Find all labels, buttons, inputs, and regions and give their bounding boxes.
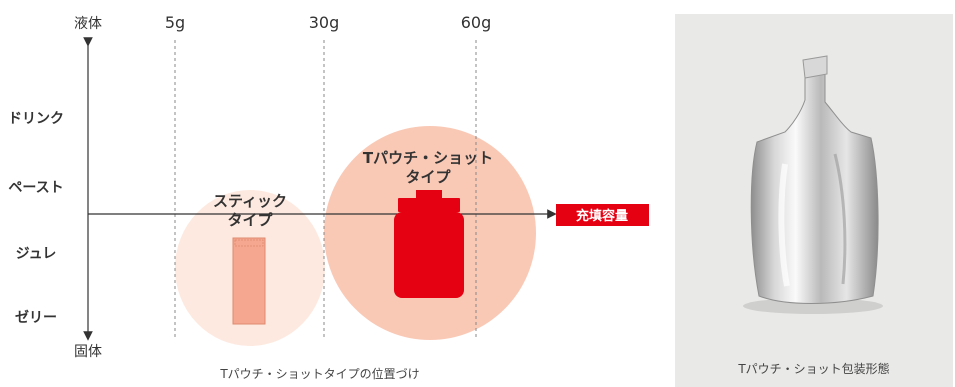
capacity-tag-label: 充填容量: [576, 208, 628, 224]
category-label-jure: ジュレ: [16, 246, 57, 262]
capacity-mark-60g: 60g: [461, 13, 492, 32]
photo-caption: Tパウチ・ショット包装形態: [738, 362, 890, 376]
tpouch-type-label-line2: タイプ: [405, 168, 451, 186]
pouch-highlight: [778, 163, 790, 287]
stick-type-label-line1: スティック: [213, 192, 287, 210]
pouch-shadow: [743, 298, 883, 314]
stick-pack-icon: [232, 237, 266, 325]
tpouch-type-label-line1: Tパウチ・ショット: [363, 149, 493, 167]
axis-top-label: 液体: [74, 16, 102, 32]
pouch-photo: [743, 55, 883, 314]
capacity-mark-5g: 5g: [165, 13, 185, 32]
axis-bottom-label: 固体: [74, 344, 102, 360]
diagram-caption: Tパウチ・ショットタイプの位置づけ: [219, 366, 419, 381]
category-label-jelly: ゼリー: [15, 309, 57, 326]
category-label-paste: ペースト: [8, 180, 63, 196]
pouch-crease: [833, 153, 847, 285]
pouch-body: [750, 71, 879, 304]
product-photo-panel: Tパウチ・ショット包装形態: [675, 14, 953, 387]
pouch-spout: [802, 55, 828, 79]
capacity-tag-bg: [556, 204, 649, 226]
capacity-mark-30g: 30g: [309, 13, 340, 32]
stick-type-label-line2: タイプ: [227, 211, 273, 229]
category-label-drink: ドリンク: [8, 111, 64, 127]
tpouch-pack-icon: [394, 190, 464, 298]
stick-pack-seal: [234, 239, 264, 247]
